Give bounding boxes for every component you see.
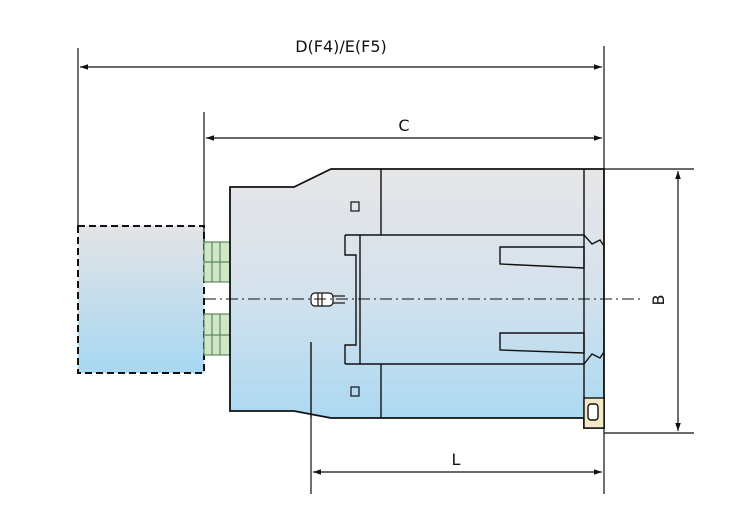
auxiliary-module-outline	[77, 225, 205, 374]
dimension-label-overall: D(F4)/E(F5)	[295, 37, 387, 56]
terminal-block-bottom	[203, 313, 231, 356]
dimension-lines	[80, 64, 681, 475]
extension-lines	[77, 46, 694, 494]
window-bottom	[350, 386, 360, 397]
terminal-block-top	[203, 241, 231, 283]
dimension-label-mounting: L	[452, 450, 461, 469]
dimension-label-body: C	[398, 116, 409, 135]
window-top	[350, 201, 360, 212]
dimension-label-height: B	[649, 295, 668, 306]
din-clip	[583, 397, 605, 429]
